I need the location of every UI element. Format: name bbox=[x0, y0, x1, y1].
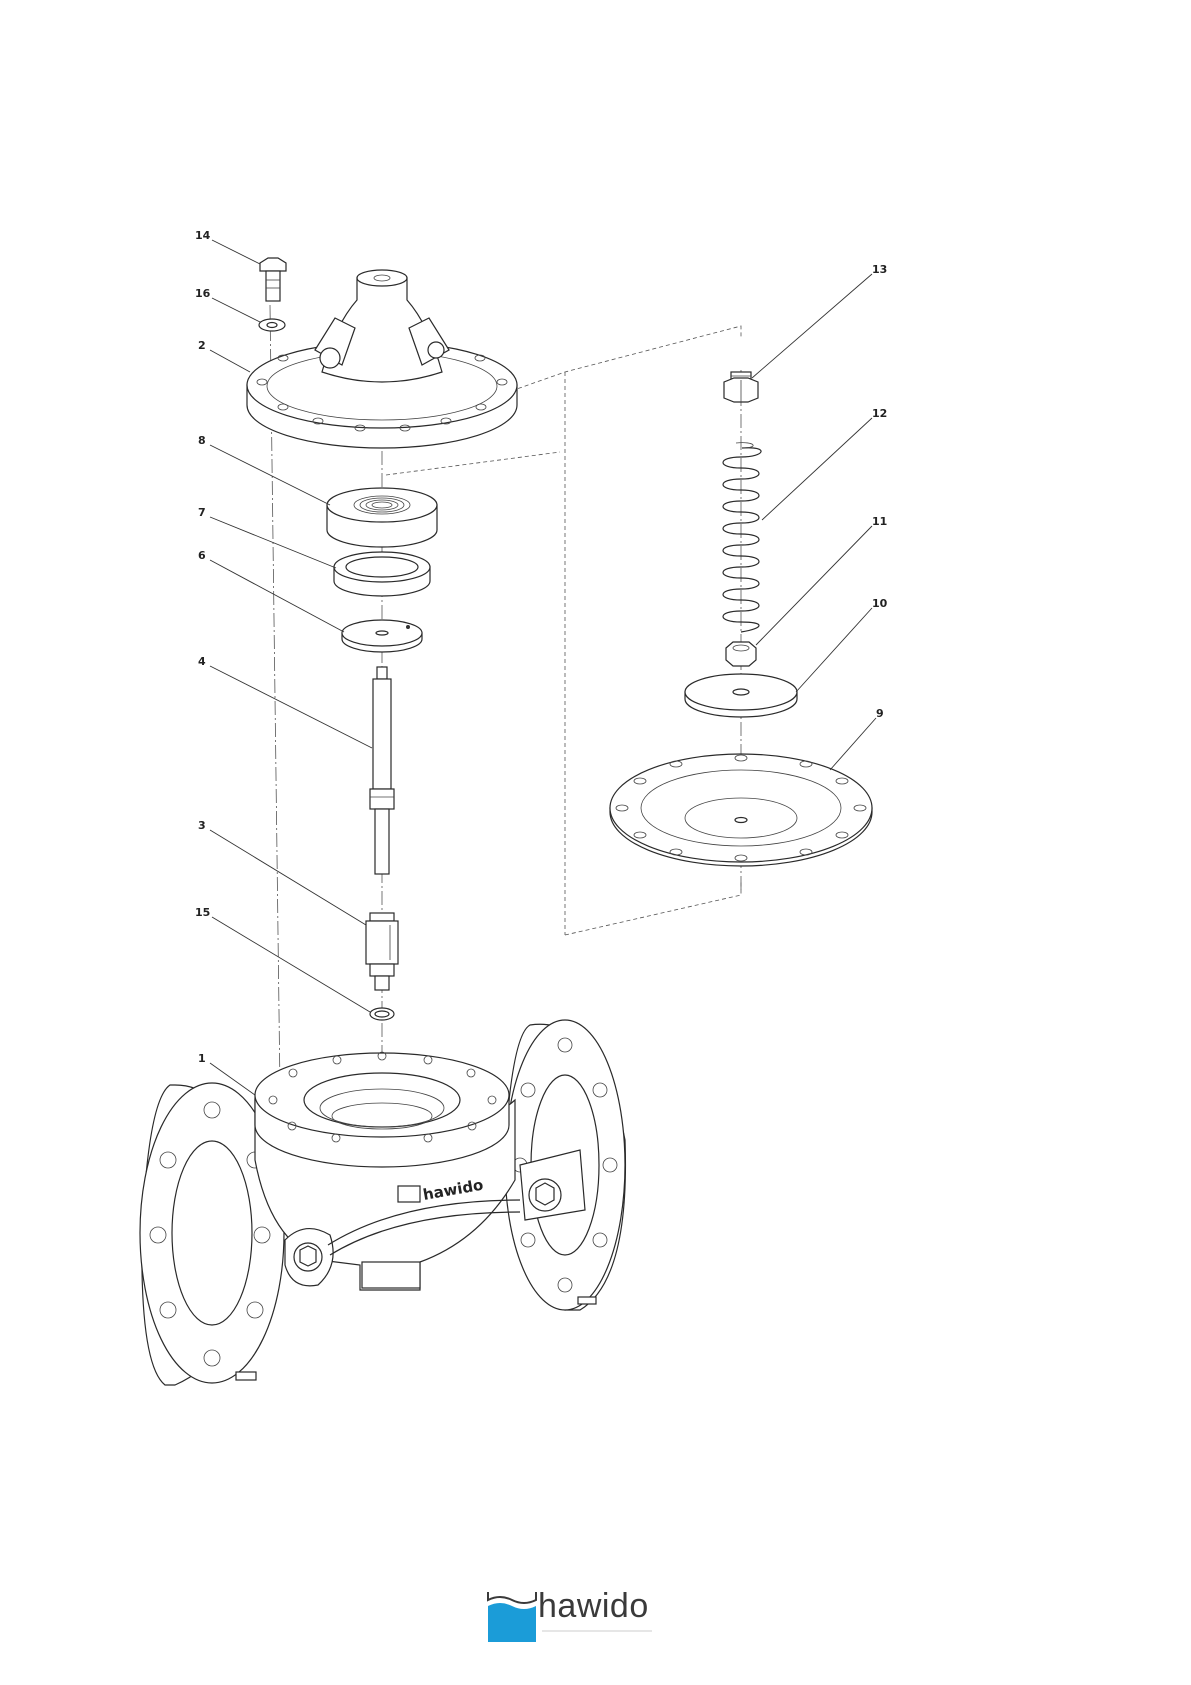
callout-14: 14 bbox=[195, 229, 211, 242]
part-1-valve-body: hawido bbox=[140, 1020, 625, 1385]
callout-4: 4 bbox=[198, 655, 206, 668]
part-3-sleeve bbox=[366, 913, 398, 990]
part-9-diaphragm bbox=[610, 754, 872, 866]
callout-1: 1 bbox=[198, 1052, 206, 1065]
callout-11: 11 bbox=[872, 515, 887, 528]
part-2-bonnet bbox=[247, 270, 517, 448]
part-11-nut bbox=[726, 642, 756, 666]
part-12-spring bbox=[723, 443, 761, 632]
callout-10: 10 bbox=[872, 597, 888, 610]
callout-15: 15 bbox=[195, 906, 210, 919]
logo-wordmark: hawido bbox=[538, 1586, 649, 1626]
callout-6: 6 bbox=[198, 549, 206, 562]
part-7-ring bbox=[334, 552, 430, 596]
callout-13: 13 bbox=[872, 263, 887, 276]
part-4-spindle bbox=[370, 667, 394, 874]
part-13-fitting bbox=[724, 372, 758, 402]
logo-underline bbox=[542, 1630, 652, 1632]
wave-logo-icon bbox=[486, 1586, 538, 1644]
part-16-washer bbox=[259, 319, 285, 331]
part-15-o-ring bbox=[370, 1008, 394, 1020]
part-14-hex-bolt bbox=[260, 258, 286, 301]
callout-2: 2 bbox=[198, 339, 206, 352]
part-6-plate bbox=[342, 620, 422, 652]
part-10-diaphragm-plate bbox=[685, 674, 797, 717]
part-8-seal-holder bbox=[327, 488, 437, 547]
hawido-logo: hawido bbox=[486, 1586, 666, 1646]
callout-12: 12 bbox=[872, 407, 887, 420]
callout-7: 7 bbox=[198, 506, 206, 519]
callout-9: 9 bbox=[876, 707, 884, 720]
callout-16: 16 bbox=[195, 287, 211, 300]
callout-8: 8 bbox=[198, 434, 206, 447]
callout-3: 3 bbox=[198, 819, 206, 832]
